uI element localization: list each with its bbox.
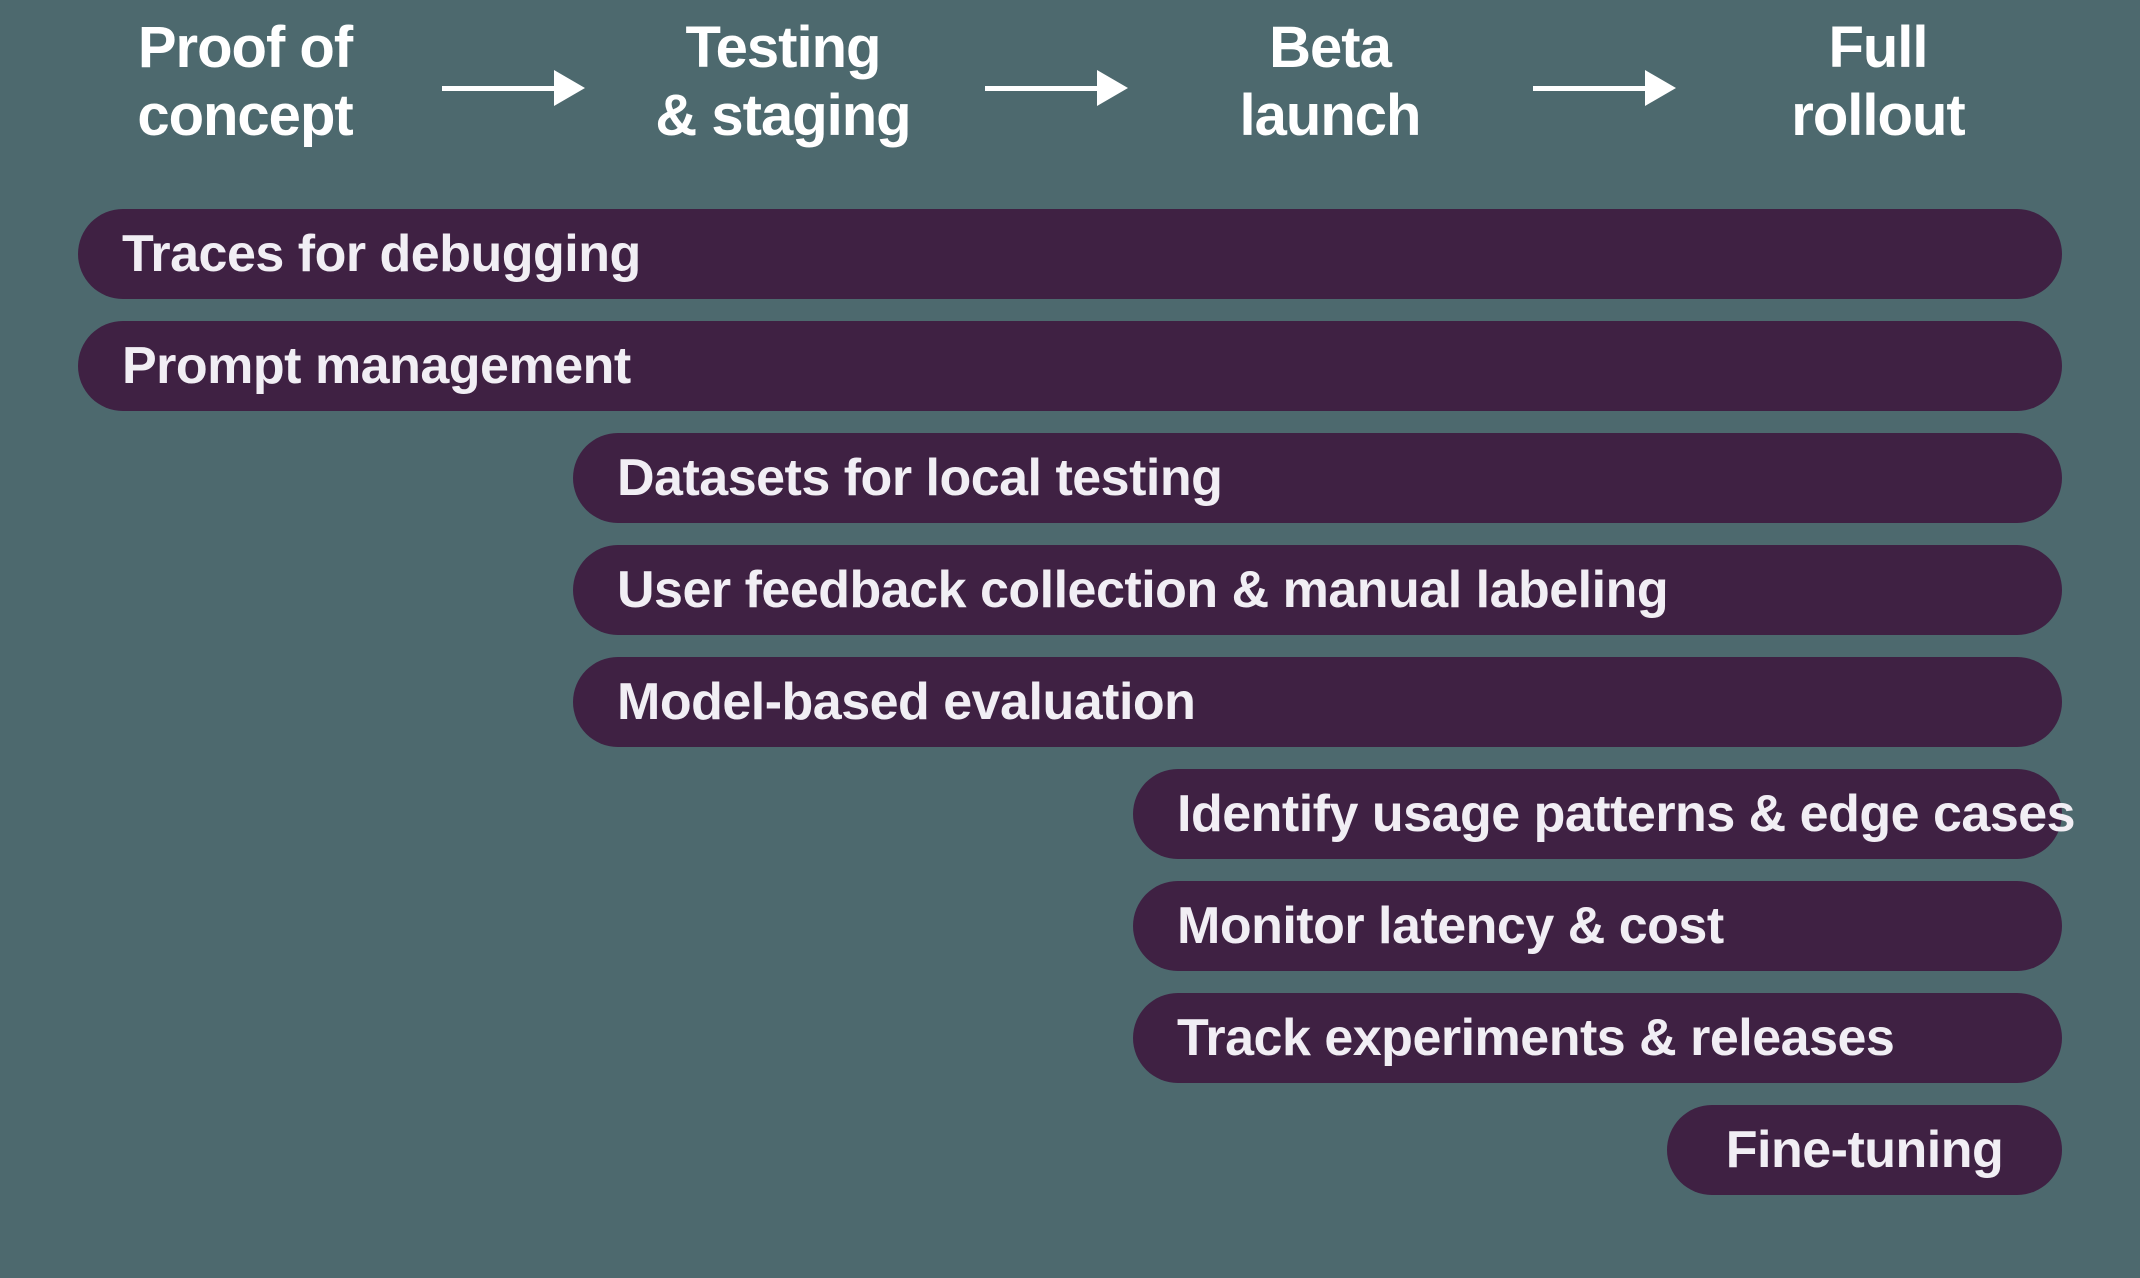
bar-label: Fine-tuning xyxy=(1725,1121,2004,1179)
stage-header-full-rollout: Full rollout xyxy=(1791,14,1965,150)
bar-identify-usage-patterns: Identify usage patterns & edge cases xyxy=(1133,769,2076,859)
arrow-head xyxy=(1645,70,1676,106)
stage-label-line: launch xyxy=(1239,83,1422,148)
bar-label: Traces for debugging xyxy=(122,225,641,283)
arrow-right-icon xyxy=(442,70,585,106)
stage-label-line: rollout xyxy=(1791,83,1965,148)
bar-label: Prompt management xyxy=(122,337,631,395)
stage-label-line: Beta xyxy=(1269,15,1392,80)
stage-header-testing-staging: Testing & staging xyxy=(655,14,911,150)
arrow-shaft xyxy=(1533,85,1645,91)
bar-monitor-latency-cost: Monitor latency & cost xyxy=(1133,881,2062,971)
bar-label: Model-based evaluation xyxy=(617,673,1196,731)
arrow-head xyxy=(1097,70,1128,106)
bar-track-experiments-releases: Track experiments & releases xyxy=(1133,993,2062,1083)
bar-label: Track experiments & releases xyxy=(1177,1009,1895,1067)
bar-prompt-management: Prompt management xyxy=(78,321,2062,411)
bar-datasets-for-local-testing: Datasets for local testing xyxy=(573,433,2062,523)
stage-header-proof-of-concept: Proof of concept xyxy=(137,14,353,150)
stage-label-line: concept xyxy=(137,83,353,148)
bar-traces-for-debugging: Traces for debugging xyxy=(78,209,2062,299)
stage-label-line: & staging xyxy=(655,83,911,148)
arrow-shaft xyxy=(985,85,1097,91)
stage-label-line: Full xyxy=(1828,15,1928,80)
bar-fine-tuning: Fine-tuning xyxy=(1667,1105,2062,1195)
bar-label: User feedback collection & manual labeli… xyxy=(617,561,1669,619)
bar-label: Identify usage patterns & edge cases xyxy=(1177,785,2076,843)
stage-label-line: Testing xyxy=(685,15,882,80)
bar-label: Monitor latency & cost xyxy=(1177,897,1724,955)
stage-label-line: Proof of xyxy=(137,15,353,80)
bar-user-feedback-collection: User feedback collection & manual labeli… xyxy=(573,545,2062,635)
stage-header-beta-launch: Beta launch xyxy=(1239,14,1422,150)
bar-label: Datasets for local testing xyxy=(617,449,1223,507)
bar-model-based-evaluation: Model-based evaluation xyxy=(573,657,2062,747)
arrow-shaft xyxy=(442,85,554,91)
arrow-right-icon xyxy=(1533,70,1676,106)
arrow-head xyxy=(554,70,585,106)
arrow-right-icon xyxy=(985,70,1128,106)
